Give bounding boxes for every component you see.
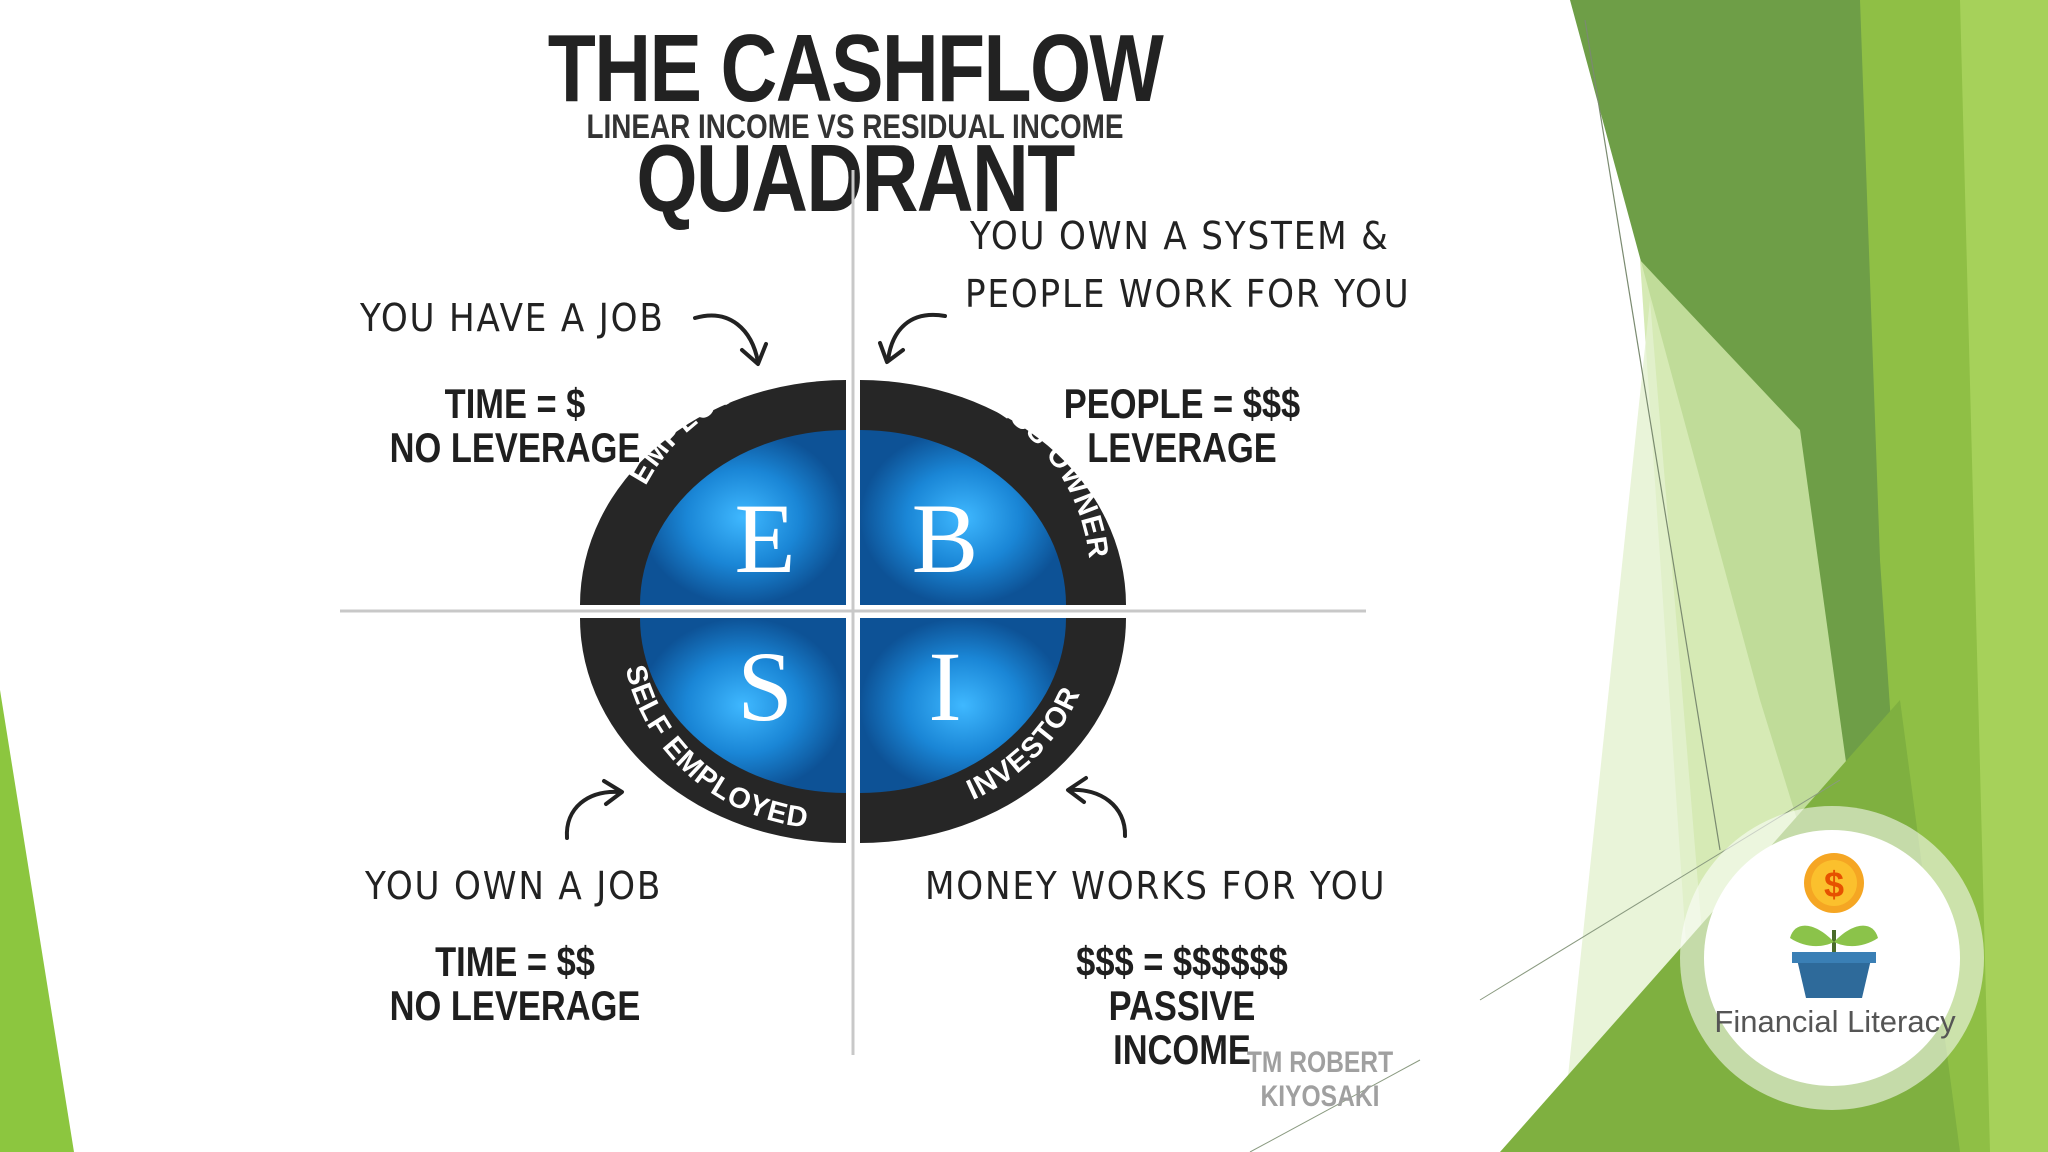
blue-business: [860, 430, 1066, 605]
letter-b: B: [912, 483, 979, 594]
page-title: THE CASHFLOW QUADRANT: [547, 15, 1164, 232]
blue-investor: [860, 618, 1066, 793]
plant-pot-icon: [1790, 925, 1878, 998]
investor-formula-line1: $$$ = $$$$$$: [1076, 938, 1288, 985]
coin-symbol: $: [1824, 864, 1844, 905]
note-you-have-a-job: YOU HAVE A JOB: [360, 296, 665, 340]
credit-text: TM ROBERT KIYOSAKI: [1246, 1046, 1394, 1113]
business-formula: PEOPLE = $$$ LEVERAGE: [1043, 382, 1322, 470]
quadrant-business: [860, 380, 1126, 605]
business-formula-line1: PEOPLE = $$$: [1063, 380, 1301, 427]
investor-formula: $$$ = $$$$$$ PASSIVE INCOME: [1043, 940, 1322, 1072]
investor-formula-line2: PASSIVE INCOME: [1108, 982, 1256, 1073]
blue-employee: [640, 430, 846, 605]
accent-line: [1249, 1059, 1421, 1152]
note-people-work-for-you: PEOPLE WORK FOR YOU: [965, 272, 1411, 316]
green-panel-light: [1960, 0, 2048, 1152]
coin-icon: [1804, 853, 1864, 913]
employee-formula-line2: NO LEVERAGE: [389, 424, 641, 471]
curved-arrow-icon: [1066, 776, 1128, 838]
note-you-own-a-system: YOU OWN A SYSTEM &: [970, 214, 1390, 258]
quadrant-investor: [860, 618, 1126, 843]
note-money-works-for-you: MONEY WORKS FOR YOU: [925, 864, 1387, 908]
letter-s: S: [737, 631, 793, 742]
note-you-own-a-job: YOU OWN A JOB: [365, 864, 663, 908]
curved-arrow-icon: [878, 312, 947, 364]
self-employed-formula: TIME = $$ NO LEVERAGE: [376, 940, 655, 1028]
employee-formula: TIME = $ NO LEVERAGE: [376, 382, 655, 470]
accent-line: [1584, 19, 1721, 851]
blue-self-employed: [640, 618, 846, 793]
curved-arrow-icon: [564, 779, 624, 840]
self-employed-formula-line1: TIME = $$: [435, 938, 595, 985]
quadrant-employee: [580, 380, 846, 605]
letter-e: E: [734, 483, 795, 594]
left-green-sliver: [0, 690, 74, 1152]
logo-caption: Financial Literacy: [1714, 1004, 1956, 1039]
page-subtitle: LINEAR INCOME VS RESIDUAL INCOME: [586, 108, 1124, 146]
self-employed-formula-line2: NO LEVERAGE: [389, 982, 641, 1029]
business-formula-line2: LEVERAGE: [1087, 424, 1277, 471]
green-panel-pale-2: [1560, 300, 1720, 1152]
quadrant-self-employed: [580, 618, 846, 843]
employee-formula-line1: TIME = $: [444, 380, 586, 427]
curved-arrow-icon: [693, 313, 768, 366]
letter-i: I: [928, 631, 961, 742]
